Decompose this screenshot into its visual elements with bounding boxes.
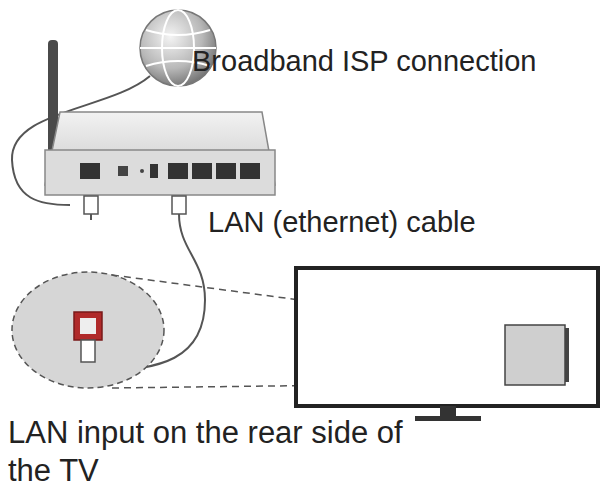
tv-port-label: LAN input on the rear side of the TV [8,414,428,490]
router [45,112,275,195]
tv [296,268,598,421]
zoom-detail [12,272,164,388]
isp-label: Broadband ISP connection [192,44,600,79]
lan-plug [172,196,186,214]
wan-plug [84,196,98,214]
cable-label: LAN (ethernet) cable [208,205,598,240]
